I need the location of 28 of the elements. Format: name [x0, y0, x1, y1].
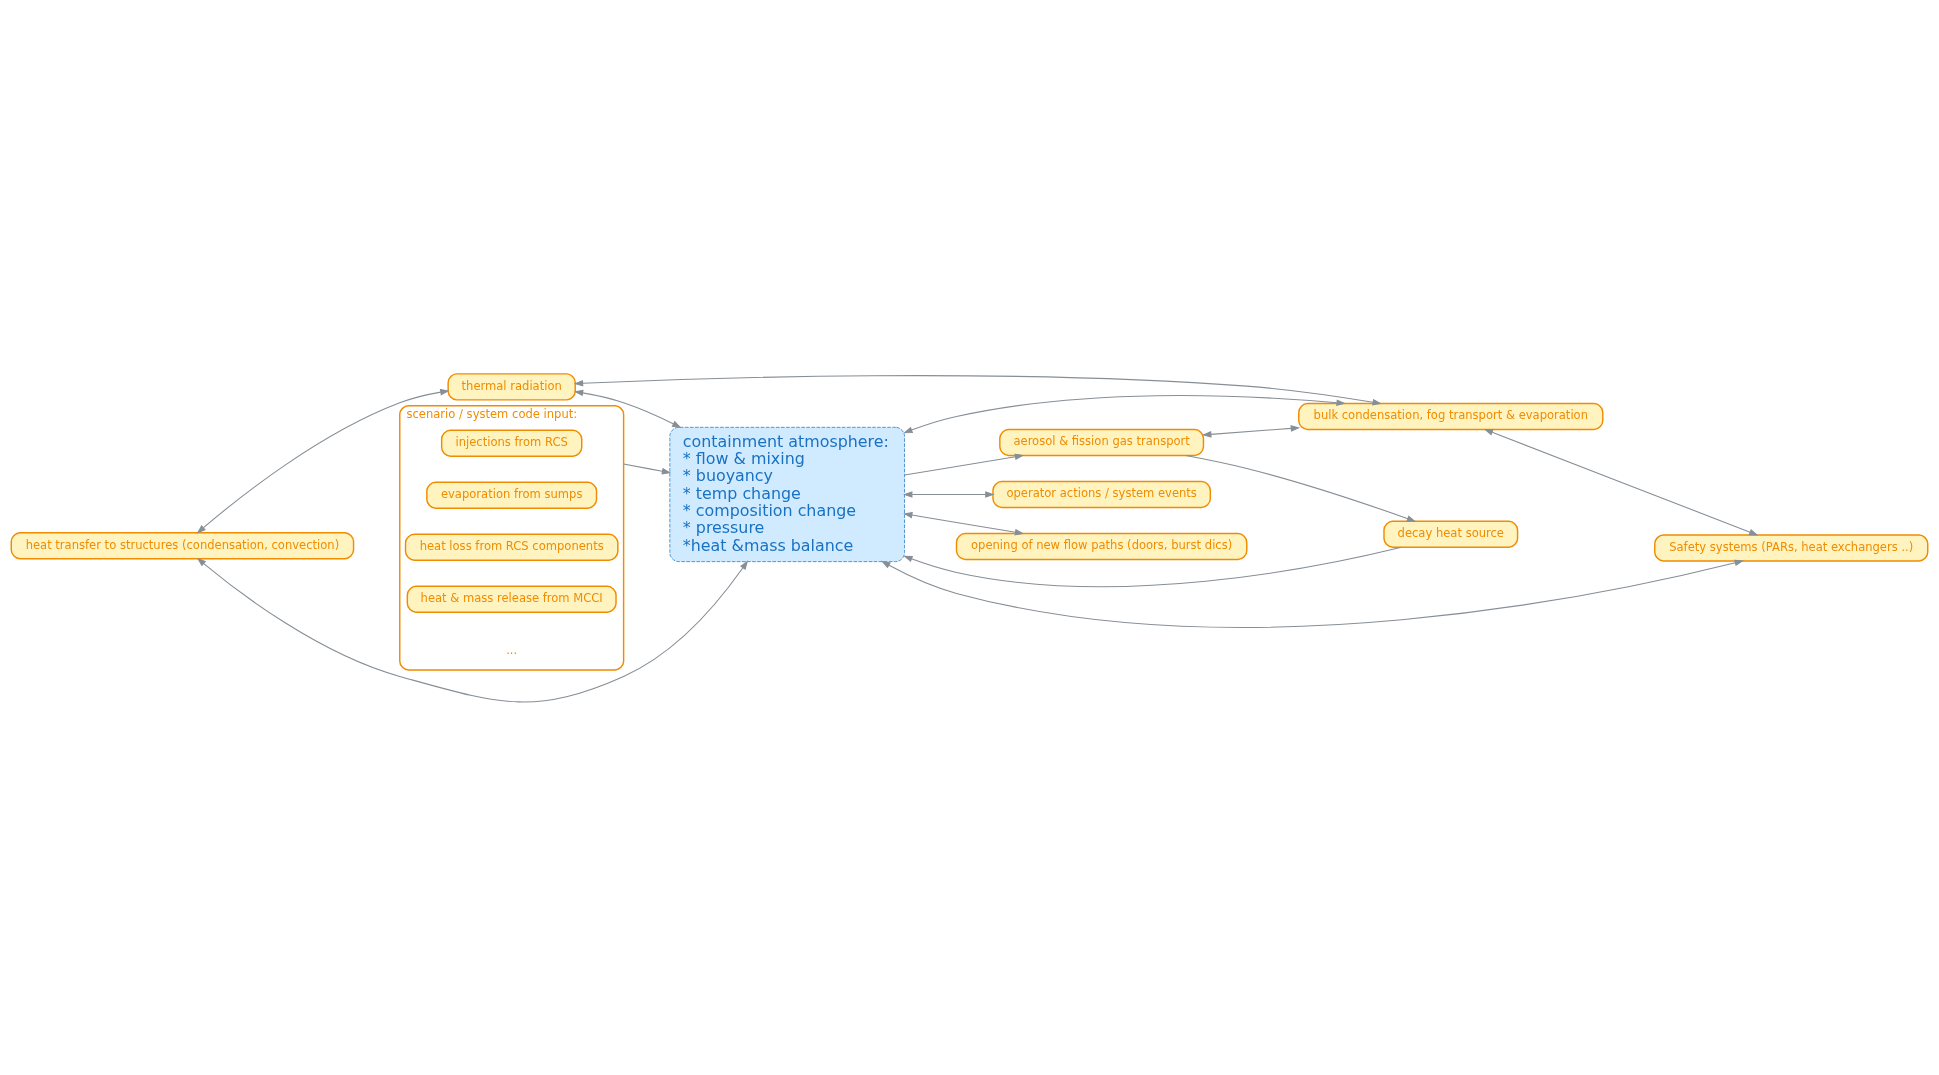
arrow	[904, 453, 1025, 476]
node-box: decay heat source	[1383, 520, 1519, 548]
node-box: operator actions / system events	[992, 480, 1212, 508]
node-box: opening of new flow paths (doors, burst dics)	[955, 532, 1248, 560]
arrow	[196, 557, 749, 702]
arrow	[1202, 424, 1301, 438]
arrow	[573, 389, 682, 428]
node-box: aerosol & fission gas transport	[999, 428, 1205, 456]
arrow	[903, 546, 1402, 587]
node-box: bulk condensation, fog transport & evaporation	[1298, 402, 1604, 430]
arrow	[623, 462, 672, 474]
node-box: heat & mass release from MCCI	[406, 584, 617, 613]
arrow	[196, 388, 450, 534]
node-box: evaporation from sumps	[426, 480, 598, 509]
node-box: heat transfer to structures (condensation, convection)	[10, 531, 355, 559]
arrow	[903, 511, 1025, 535]
arrow	[573, 374, 1382, 405]
arrow	[881, 559, 1744, 628]
arrow	[1483, 428, 1759, 535]
node-box: injections from RCS	[440, 429, 583, 457]
node-box: containment atmosphere: * flow & mixing * buoyancy * temp change * composition change * pressure *heat &mass balance	[669, 426, 905, 562]
arrow	[903, 394, 1346, 433]
node-box: thermal radiation	[447, 372, 576, 401]
arrow	[1185, 454, 1417, 522]
label: ...	[506, 642, 518, 657]
arrow	[903, 490, 995, 498]
node-box: heat loss from RCS components	[404, 532, 619, 561]
node-box: Safety systems (PARs, heat exchangers ..)	[1654, 533, 1929, 562]
